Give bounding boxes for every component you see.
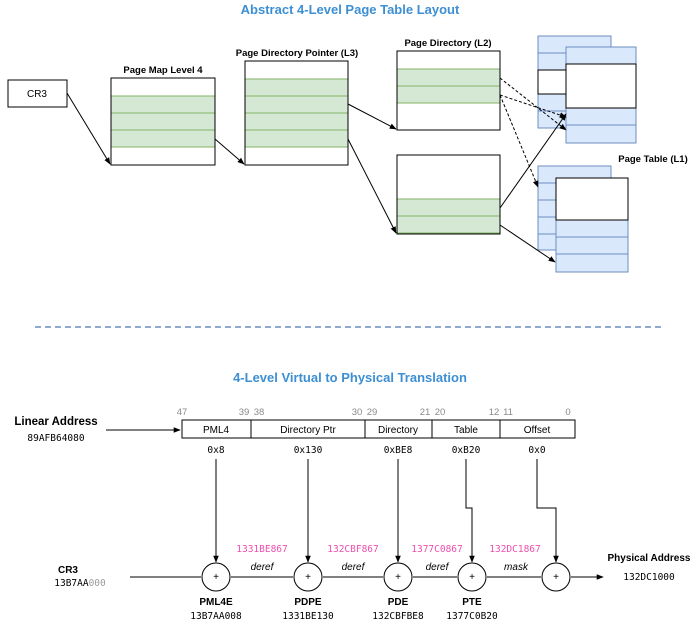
plus-icon: +: [553, 572, 559, 583]
value-directory: 0xBE8: [384, 445, 413, 456]
bit-0: 0: [565, 407, 570, 418]
pt-table-label: Page Table (L1): [618, 154, 688, 165]
bit-47: 47: [177, 407, 188, 418]
plus-icon: +: [395, 572, 401, 583]
node-pdpe: + PDPE 1331BE130: [282, 562, 334, 622]
pdp-table-label: Page Directory Pointer (L3): [236, 48, 358, 59]
cr3-value: 13B7AA000: [54, 578, 106, 589]
linear-address-value: 89AFB64080: [27, 433, 84, 444]
pml4-table-label: Page Map Level 4: [123, 65, 203, 76]
node-pml4e-label: PML4E: [199, 597, 233, 608]
pink-value-4: 132DC1867: [489, 544, 540, 555]
pink-value-1: 1331BE867: [236, 544, 287, 555]
value-table: 0xB20: [452, 445, 481, 456]
node-pde-value: 132CBFBE8: [372, 611, 424, 622]
bit-21: 21: [420, 407, 431, 418]
pdp-table: Page Directory Pointer (L3): [236, 48, 358, 166]
field-directory-ptr: Directory Ptr: [280, 425, 336, 436]
cr3-box-label: CR3: [27, 89, 47, 100]
physical-address-label: Physical Address: [607, 553, 690, 564]
pink-value-2: 132CBF867: [327, 544, 378, 555]
field-arrows: [213, 459, 559, 563]
node-pte-value: 1377C0B20: [446, 611, 498, 622]
top-title: Abstract 4-Level Page Table Layout: [241, 2, 460, 17]
bit-30: 30: [352, 407, 363, 418]
bit-numbers: 47 39 38 30 29 21 20 12 11 0: [177, 407, 571, 418]
node-pde-label: PDE: [388, 597, 409, 608]
pink-value-3: 1377C0867: [411, 544, 462, 555]
node-pte: + PTE 1377C0B20: [446, 562, 498, 622]
bit-11: 11: [503, 407, 513, 418]
op-deref-1: deref: [251, 562, 275, 573]
op-mask: mask: [504, 562, 529, 573]
node-pdpe-label: PDPE: [294, 597, 322, 608]
field-values: 0x8 0x130 0xBE8 0xB20 0x0: [207, 445, 545, 456]
op-deref-3: deref: [426, 562, 450, 573]
bit-12: 12: [489, 407, 500, 418]
bit-20: 20: [435, 407, 446, 418]
pd-table-2: [396, 154, 501, 235]
pink-values: 1331BE867 132CBF867 1377C0867 132DC1867: [236, 544, 540, 555]
node-pml4e: + PML4E 13B7AA008: [190, 562, 242, 622]
bit-29: 29: [367, 407, 378, 418]
op-deref-2: deref: [342, 562, 366, 573]
pt-stack-lower: Page Table (L1): [537, 154, 688, 273]
physical-address-value: 132DC1000: [623, 572, 675, 583]
field-pml4: PML4: [203, 425, 230, 436]
value-offset: 0x0: [528, 445, 545, 456]
plus-icon: +: [469, 572, 475, 583]
pd-table-label: Page Directory (L2): [404, 38, 491, 49]
pml4-table: Page Map Level 4: [110, 65, 216, 166]
ops: deref deref deref mask: [251, 562, 529, 573]
plus-icon: +: [305, 572, 311, 583]
node-pde: + PDE 132CBFBE8: [372, 562, 424, 622]
field-offset: Offset: [524, 425, 551, 436]
cr3-label: CR3: [58, 565, 78, 576]
bit-38: 38: [254, 407, 265, 418]
address-fields: PML4 Directory Ptr Directory Table Offse…: [181, 419, 576, 439]
bottom-title: 4-Level Virtual to Physical Translation: [233, 370, 467, 385]
field-directory: Directory: [378, 425, 418, 436]
node-final: +: [541, 562, 571, 592]
pt-stack-upper: [537, 35, 637, 144]
linear-address-label: Linear Address: [14, 416, 97, 428]
node-pml4e-value: 13B7AA008: [190, 611, 242, 622]
plus-icon: +: [213, 572, 219, 583]
bit-39: 39: [239, 407, 250, 418]
value-pml4: 0x8: [207, 445, 224, 456]
top-connectors: [66, 77, 567, 263]
node-pte-label: PTE: [462, 597, 482, 608]
node-pdpe-value: 1331BE130: [282, 611, 334, 622]
pd-table-1: Page Directory (L2): [396, 38, 501, 131]
value-directory-ptr: 0x130: [294, 445, 323, 456]
field-table: Table: [454, 425, 478, 436]
cr3-box: CR3: [7, 79, 68, 108]
